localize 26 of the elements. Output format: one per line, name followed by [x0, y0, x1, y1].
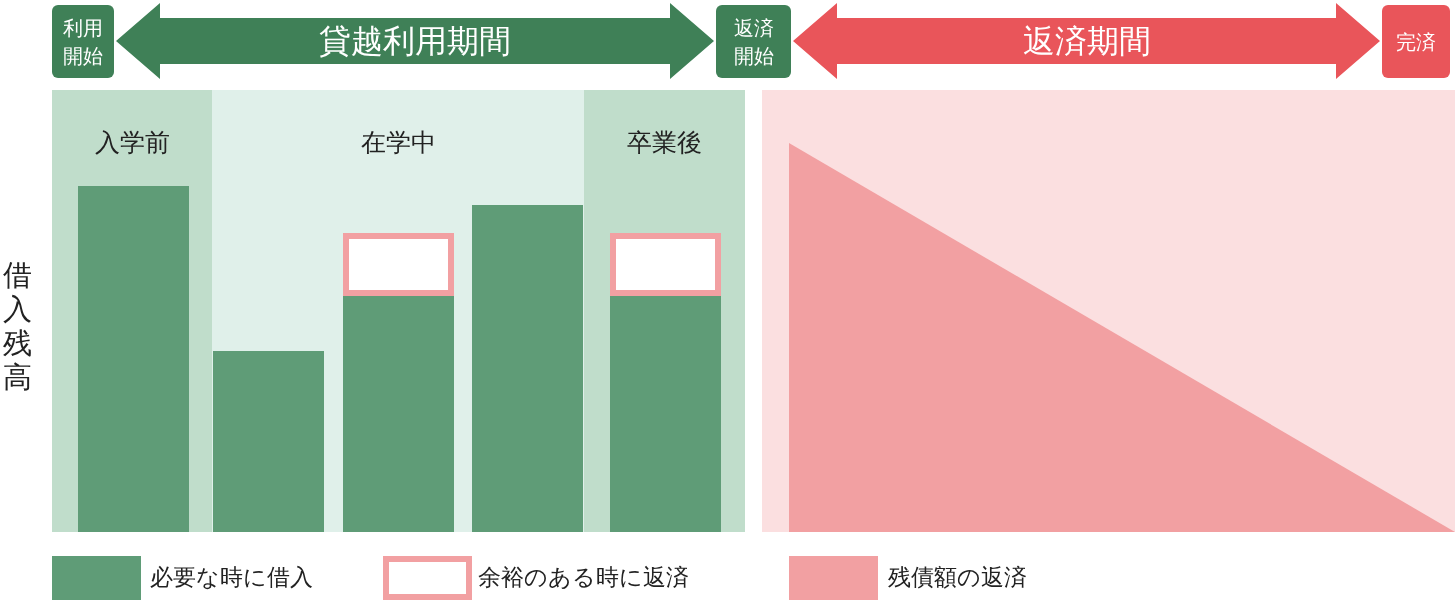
- edge-label: 返済期間: [1021, 21, 1152, 62]
- milestone-box: 返済開始: [716, 5, 791, 78]
- period-label: 在学中: [359, 127, 437, 159]
- period-arrow: [793, 3, 1380, 79]
- milestone-box: 完済: [1382, 5, 1450, 78]
- period-arrow: [116, 3, 714, 79]
- legend-label: 残債額の返済: [888, 563, 1027, 592]
- legend-label: 余裕のある時に返済: [478, 563, 689, 592]
- balance-triangle: [789, 143, 1455, 532]
- bar: [213, 351, 324, 532]
- milestone-box: 利用開始: [52, 5, 114, 78]
- repayment-panel: [762, 90, 1455, 532]
- bar: [610, 296, 721, 532]
- period-band: [584, 90, 745, 532]
- bar: [472, 205, 583, 532]
- bar: [78, 186, 189, 532]
- period-label: 卒業後: [626, 127, 703, 159]
- period-band: [52, 90, 212, 532]
- repayment-box: [610, 233, 721, 296]
- axis-label: 借入残高: [2, 258, 32, 394]
- bar: [343, 296, 454, 532]
- legend-label: 必要な時に借入: [150, 563, 313, 592]
- period-band: [212, 90, 584, 532]
- edge-label: 貸越利用期間: [318, 21, 512, 62]
- repayment-box: [343, 233, 454, 296]
- period-label: 入学前: [93, 127, 171, 159]
